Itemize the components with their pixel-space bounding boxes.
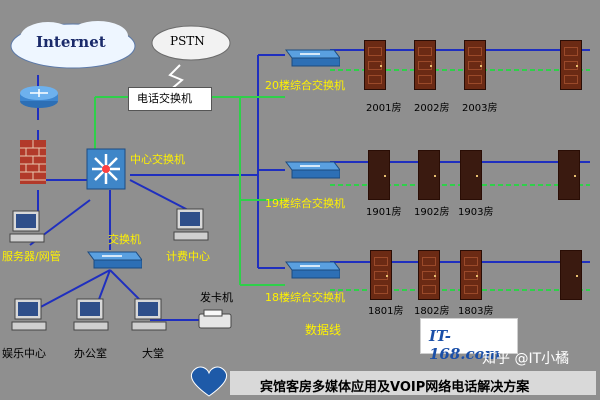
entertainment-label: 娱乐中心	[2, 347, 46, 360]
cloud-icon	[10, 21, 136, 69]
server-pc-icon	[8, 210, 46, 246]
office-label: 办公室	[74, 347, 107, 360]
router-icon	[18, 84, 60, 110]
room-door-2002	[414, 40, 436, 90]
room-door-1903	[460, 150, 482, 200]
it168-logo-text: IT-168.com	[429, 327, 501, 363]
firewall-icon	[20, 140, 46, 184]
phone-switch-box: 电话交换机	[128, 87, 212, 111]
it168-logo: IT-168.com	[420, 318, 518, 363]
internet-cloud: Internet	[8, 18, 138, 70]
room-door-18-end	[560, 250, 582, 300]
room-label-1802: 1802房	[414, 306, 450, 317]
floor18-switch-label: 18楼综合交换机	[265, 291, 345, 304]
billing-core-line	[129, 179, 189, 211]
room-door-1802	[418, 250, 440, 300]
floor20-switch-label: 20楼综合交换机	[265, 79, 345, 92]
card-issuer-label: 发卡机	[200, 291, 233, 304]
room-door-1902	[418, 150, 440, 200]
entertainment-pc-icon	[10, 298, 48, 334]
zhihu-watermark: 知乎 @IT小橘	[482, 351, 570, 367]
room-label-1803: 1803房	[458, 306, 494, 317]
brand-heart-icon	[186, 364, 232, 398]
room-door-19-end	[558, 150, 580, 200]
access-switch-icon	[82, 246, 143, 270]
cloud-icon	[151, 25, 231, 61]
internet-label: Internet	[36, 33, 106, 51]
floor20-switch-icon	[280, 44, 341, 68]
pstn-cloud: PSTN	[150, 22, 232, 62]
room-label-1901: 1901房	[366, 207, 402, 218]
core-switch-label: 中心交换机	[130, 153, 185, 166]
card-issuer-icon	[198, 308, 232, 330]
room-label-2003: 2003房	[462, 103, 498, 114]
title-banner: 宾馆客房多媒体应用及VOIP网络电话解决方案	[230, 371, 596, 395]
lobby-pc-icon	[130, 298, 168, 334]
billing-pc-icon	[172, 208, 210, 244]
floor19-switch-label: 19楼综合交换机	[265, 197, 345, 210]
room-door-1901	[368, 150, 390, 200]
lobby-label: 大堂	[142, 347, 164, 360]
room-label-1903: 1903房	[458, 207, 494, 218]
office-pc-icon	[72, 298, 110, 334]
server-netadmin-label: 服务器/网管	[2, 250, 61, 263]
room-label-2001: 2001房	[366, 103, 402, 114]
room-door-1801	[370, 250, 392, 300]
room-label-2002: 2002房	[414, 103, 450, 114]
room-door-2001	[364, 40, 386, 90]
data-line-label: 数据线	[305, 323, 342, 337]
pstn-label: PSTN	[170, 34, 205, 48]
room-door-20-end	[560, 40, 582, 90]
switch-label: 交换机	[108, 233, 141, 246]
room-door-1803	[460, 250, 482, 300]
phone-switch-label: 电话交换机	[137, 92, 192, 105]
billing-center-label: 计费中心	[166, 250, 210, 263]
switch-entertainment-line	[34, 269, 111, 311]
floor18-switch-icon	[280, 256, 341, 280]
core-switch-icon	[86, 148, 126, 190]
room-label-1801: 1801房	[368, 306, 404, 317]
pstn-link-bolt	[167, 64, 184, 93]
room-door-2003	[464, 40, 486, 90]
floor19-switch-icon	[280, 156, 341, 180]
room-label-1902: 1902房	[414, 207, 450, 218]
diagram-title: 宾馆客房多媒体应用及VOIP网络电话解决方案	[260, 380, 530, 395]
